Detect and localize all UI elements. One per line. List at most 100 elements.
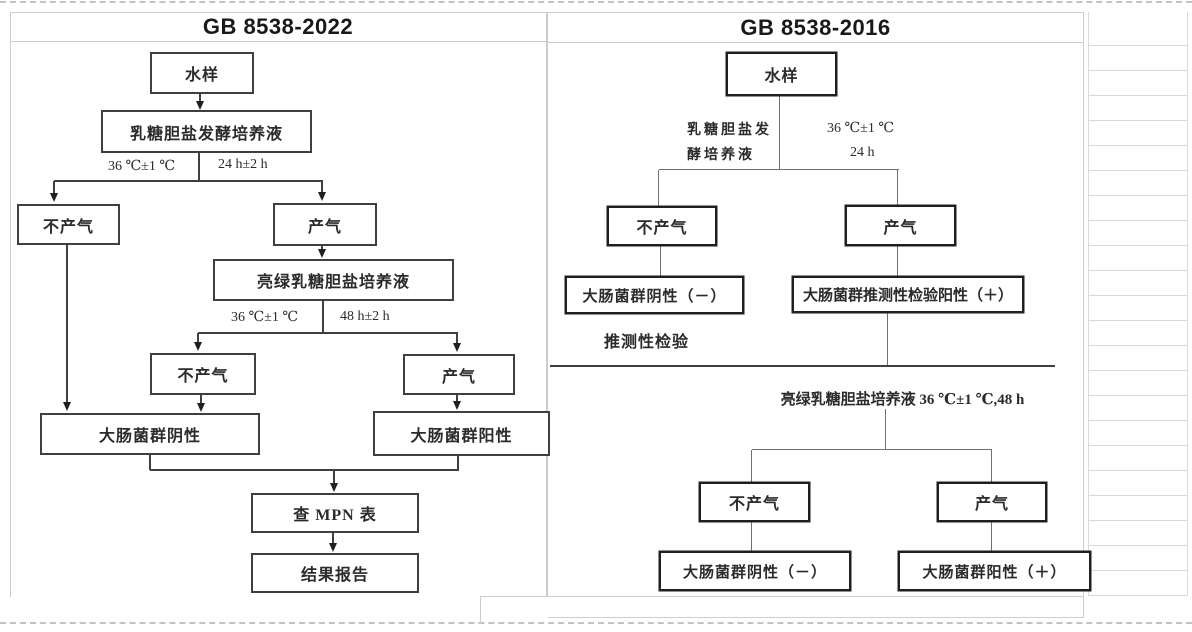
connector [752, 449, 992, 450]
connector [659, 169, 899, 170]
arrowhead [50, 193, 58, 202]
arrowhead [194, 342, 202, 351]
connector [885, 409, 886, 450]
connector [751, 518, 752, 551]
flow-node-no-gas-2: 不产气 [699, 482, 810, 522]
left-title-separator [10, 41, 546, 42]
arrowhead [453, 343, 461, 352]
cell-gridline [1088, 495, 1188, 496]
flow-node-coliform-negative: 大肠菌群阴性 [40, 413, 260, 455]
panel-divider [546, 12, 548, 597]
arrowhead [318, 249, 326, 258]
presumptive-test-label: 推测性检验 [604, 334, 690, 351]
connector [199, 90, 201, 102]
cell-gridline [1088, 95, 1188, 96]
left-panel-left-border [10, 12, 11, 597]
connector [333, 470, 335, 483]
flow-node-lactose-broth: 乳糖胆盐发酵培养液 [101, 110, 312, 153]
arrowhead [318, 192, 326, 201]
flow-node-water-sample: 水样 [150, 52, 254, 94]
bottom-cell-vertical [480, 596, 481, 624]
cell-gridline [1088, 320, 1188, 321]
flow-node-mpn-table: 查 MPN 表 [251, 493, 419, 533]
incubation-temp-label: 36 ℃±1 ℃ [230, 310, 298, 325]
left-chart-title: GB 8538-2022 [202, 14, 354, 39]
connector [53, 181, 55, 194]
cell-gridline [1088, 570, 1188, 571]
cell-gridline [1088, 70, 1188, 71]
connector [321, 242, 323, 250]
right-chart-title: GB 8538-2016 [740, 14, 891, 40]
cell-gridline [1088, 195, 1188, 196]
cell-gridline [1088, 520, 1188, 521]
incubation-time-label: 24 h±2 h [218, 157, 268, 172]
cell-gridline [1088, 595, 1188, 596]
flow-node-no-gas-1: 不产气 [607, 206, 717, 246]
cell-gridline [1088, 395, 1188, 396]
cell-gridline [1088, 295, 1188, 296]
connector [779, 92, 780, 170]
flow-node-negative-final: 大肠菌群阴性（－） [659, 551, 851, 591]
flow-node-gas-1: 产气 [273, 203, 377, 246]
cell-gridline [1088, 370, 1188, 371]
arrowhead [196, 101, 204, 110]
connector [897, 170, 898, 205]
arrowhead [197, 403, 205, 412]
bottom-cell-line-2 [548, 617, 1083, 618]
arrowhead [63, 402, 71, 411]
connector [660, 242, 661, 276]
cell-gridline [1088, 170, 1188, 171]
connector [200, 391, 202, 403]
incubation-time-label: 48 h±2 h [340, 309, 390, 324]
connector [456, 391, 458, 402]
cells-right-border [1187, 12, 1188, 595]
bottom-cell-line [480, 596, 1083, 597]
arrowhead [453, 401, 461, 410]
cell-gridline [1088, 145, 1188, 146]
incubation-time-label: 24 h [850, 145, 875, 160]
cell-gridline [1088, 270, 1188, 271]
cell-gridline [1088, 45, 1188, 46]
arrowhead [330, 483, 338, 492]
connector [456, 333, 458, 344]
cell-gridline [1088, 120, 1188, 121]
flow-node-no-gas-1: 不产气 [17, 204, 120, 245]
arrowhead [329, 543, 337, 552]
page-top-boundary [0, 1, 1192, 3]
cell-gridline [1088, 420, 1188, 421]
connector [897, 242, 898, 276]
flow-node-coliform-positive: 大肠菌群阳性 [373, 411, 550, 456]
medium-label-line1: 乳糖胆盐发 [687, 123, 772, 138]
connector [658, 170, 659, 206]
cell-gridline [1088, 245, 1188, 246]
flow-node-gas-2: 产气 [403, 354, 515, 395]
page-bottom-boundary [0, 622, 1192, 624]
connector [751, 450, 752, 482]
right-title-separator [548, 42, 1083, 43]
medium-label-line2: 酵培养液 [687, 148, 755, 163]
connector [887, 309, 888, 366]
connector [321, 181, 323, 193]
flow-node-negative-presumptive: 大肠菌群阴性（－） [565, 276, 744, 314]
flow-node-water-sample: 水样 [726, 52, 837, 96]
cell-gridline [1088, 545, 1188, 546]
flow-node-no-gas-2: 不产气 [150, 353, 256, 395]
connector [150, 469, 459, 471]
connector [198, 332, 458, 334]
confirm-step-label: 亮绿乳糖胆盐培养液 36 ℃±1 ℃,48 h [780, 392, 1025, 408]
connector [198, 149, 200, 181]
cell-gridline [1088, 220, 1188, 221]
flow-node-positive-final: 大肠菌群阳性（＋） [898, 551, 1091, 591]
flow-node-result-report: 结果报告 [251, 553, 419, 593]
connector [991, 518, 992, 551]
incubation-temp-label: 36 ℃±1 ℃ [107, 159, 175, 174]
right-panel-right-border [1083, 12, 1084, 618]
connector [149, 451, 151, 470]
connector [66, 241, 68, 402]
cells-left-border [1088, 12, 1089, 595]
connector [54, 180, 323, 182]
incubation-temp-label: 36 ℃±1 ℃ [827, 121, 895, 136]
flow-node-gas-1: 产气 [845, 205, 956, 246]
flow-node-brilliant-green-broth: 亮绿乳糖胆盐培养液 [213, 259, 454, 301]
